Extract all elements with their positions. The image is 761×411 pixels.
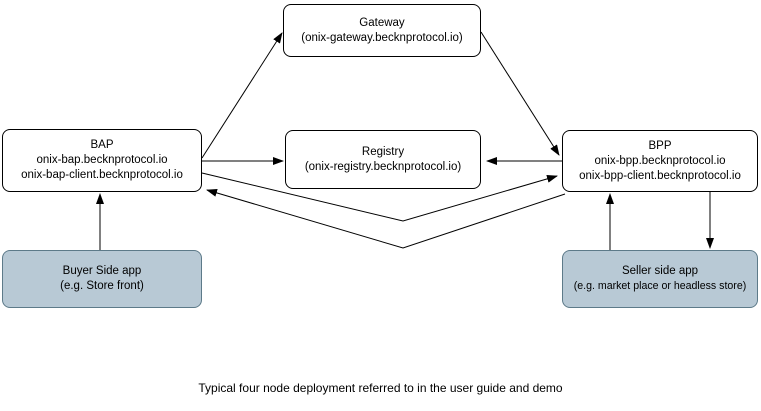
node-seller-side-app: Seller side app (e.g. market place or he…	[562, 250, 758, 308]
edge-bap-to-gateway	[201, 32, 283, 159]
node-bap: BAP onix-bap.becknprotocol.io onix-bap-c…	[2, 129, 202, 192]
node-bap-client-domain: onix-bap-client.becknprotocol.io	[21, 169, 183, 181]
node-gateway: Gateway (onix-gateway.becknprotocol.io)	[283, 4, 481, 57]
node-bpp-client-domain: onix-bpp-client.becknprotocol.io	[579, 169, 741, 182]
node-bpp: BPP onix-bpp.becknprotocol.io onix-bpp-c…	[562, 130, 758, 192]
node-gateway-subtitle: (onix-gateway.becknprotocol.io)	[301, 31, 463, 44]
node-gateway-title: Gateway	[359, 16, 405, 29]
edge-bpp-to-bap	[206, 189, 566, 249]
node-registry-subtitle: (onix-registry.becknprotocol.io)	[304, 160, 462, 173]
node-registry-title: Registry	[361, 145, 405, 158]
node-bpp-title: BPP	[648, 139, 672, 152]
node-bap-title: BAP	[90, 139, 114, 151]
node-buyer-title: Buyer Side app	[62, 265, 142, 277]
edge-gateway-to-bpp	[480, 31, 560, 156]
node-buyer-side-app: Buyer Side app (e.g. Store front)	[2, 250, 202, 308]
node-seller-title: Seller side app	[621, 265, 699, 277]
node-buyer-subtitle: (e.g. Store front)	[60, 280, 144, 292]
node-bap-domain: onix-bap.becknprotocol.io	[36, 154, 168, 166]
node-seller-subtitle: (e.g. market place or headless store)	[573, 280, 747, 292]
node-registry: Registry (onix-registry.becknprotocol.io…	[285, 130, 481, 189]
diagram-caption: Typical four node deployment referred to…	[198, 381, 563, 395]
node-bpp-domain: onix-bpp.becknprotocol.io	[594, 154, 726, 167]
